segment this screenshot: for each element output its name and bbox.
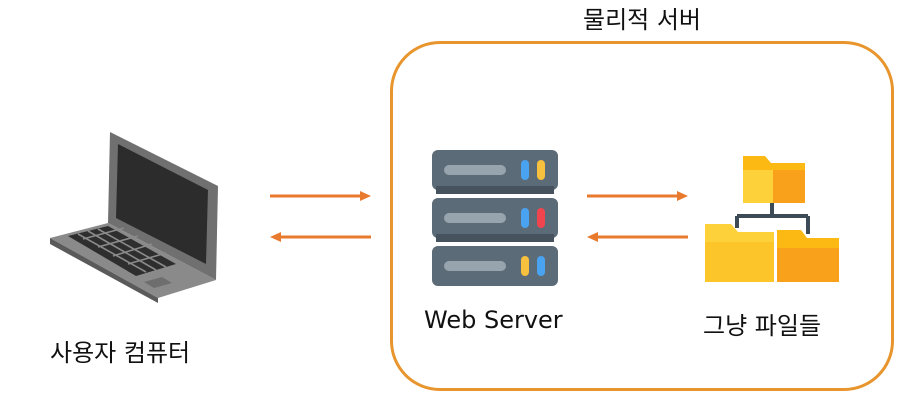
container-title: 물리적 서버	[582, 6, 702, 34]
physical-server-container	[390, 41, 894, 391]
server-rack-icon	[432, 150, 558, 286]
response-arrow-left	[270, 232, 371, 242]
folder-tree-icon	[705, 156, 839, 282]
fetch-arrow-right	[587, 191, 688, 201]
request-arrow-right	[270, 191, 371, 201]
files-label: 그냥 파일들	[703, 312, 822, 340]
web-server-label: Web Server	[424, 306, 563, 334]
return-arrow-left	[587, 232, 688, 242]
laptop-icon	[50, 132, 218, 303]
user-computer-label: 사용자 컴퓨터	[50, 339, 191, 367]
